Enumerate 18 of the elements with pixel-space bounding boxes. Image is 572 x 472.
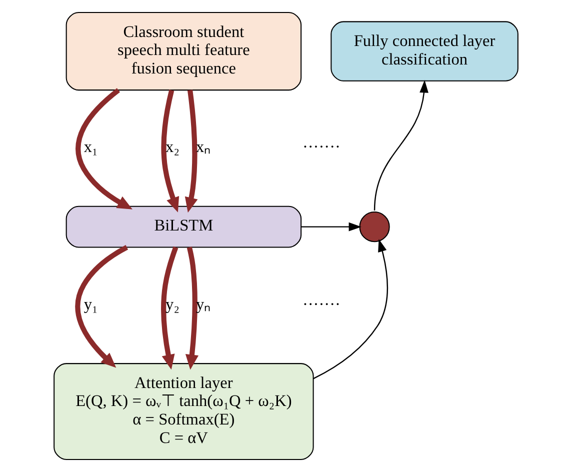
arrow bbox=[161, 246, 178, 370]
arrow bbox=[185, 246, 199, 370]
label: ······· bbox=[302, 137, 340, 156]
node-box: Attention layer E(Q, K) = ωᵥ⊤ tanh(ω₁Q + ω₂K) α = Softmax(E) C = αV bbox=[54, 363, 314, 460]
arrow bbox=[76, 88, 132, 210]
node-box: BiLSTM bbox=[66, 206, 302, 248]
arrow bbox=[301, 222, 362, 232]
arrow bbox=[313, 239, 388, 380]
edge-label: x₁ bbox=[84, 137, 98, 156]
arrow bbox=[374, 80, 428, 211]
edge-label: y₁ bbox=[84, 294, 98, 314]
node-box: Classroom student speech multi feature fusion sequence bbox=[66, 12, 302, 91]
node-box: Fully connected layer classification bbox=[330, 21, 518, 82]
arrow bbox=[161, 90, 180, 212]
node-circle bbox=[359, 212, 390, 242]
arrow bbox=[75, 245, 128, 368]
label: ······· bbox=[302, 294, 340, 314]
arrow bbox=[184, 90, 198, 213]
